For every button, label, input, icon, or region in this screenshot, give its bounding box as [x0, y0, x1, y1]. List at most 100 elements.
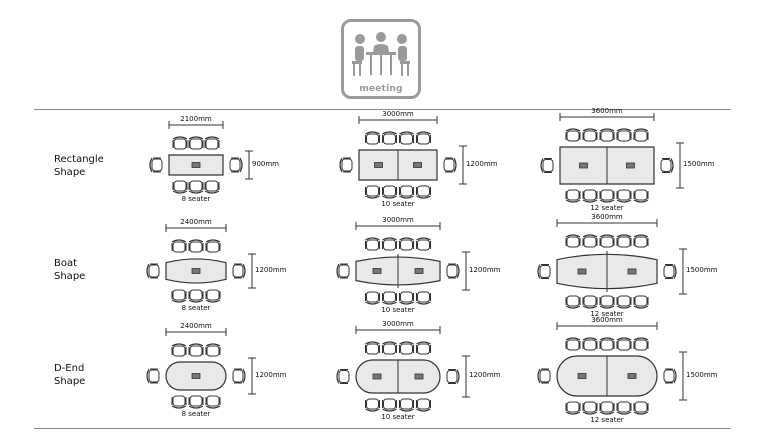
chair-icon: [399, 398, 414, 412]
chair-icon: [188, 343, 204, 357]
chair-icon: [232, 263, 246, 279]
power-module: [191, 162, 201, 168]
chair-icon: [416, 131, 431, 145]
table-layout-drawing: [537, 322, 687, 415]
chair-icon: [633, 233, 649, 247]
divider-bottom: [34, 428, 731, 429]
chair-icon: [633, 337, 649, 351]
chair-icon: [339, 157, 353, 173]
width-dimension-label: 2100mm: [180, 115, 212, 123]
width-dimension-label: 3600mm: [591, 316, 623, 324]
chair-icon: [172, 136, 188, 150]
chair-icon: [382, 237, 397, 251]
meeting-logo: meeting: [341, 19, 421, 99]
row-label-line2: Shape: [54, 271, 86, 282]
chair-icon: [663, 263, 677, 279]
power-module: [372, 373, 382, 379]
chair-icon: [365, 398, 380, 412]
depth-dimension-label: 1200mm: [255, 371, 287, 379]
power-module: [374, 162, 383, 168]
chair-icon: [537, 263, 551, 279]
chair-icon: [399, 291, 414, 305]
table-diagram-d-end-10: 3000mm 1200mm 10 seater: [301, 315, 500, 438]
chair-icon: [663, 368, 677, 384]
power-module: [627, 268, 637, 274]
table-diagram-boat-8: 2400mm 1200mm 8 seater: [111, 213, 286, 329]
chair-icon: [399, 237, 414, 251]
table-diagram-boat-10: 3000mm 1200mm 10 seater: [301, 211, 500, 331]
chair-icon: [188, 136, 204, 150]
seat-count-label: 8 seater: [181, 304, 211, 312]
chair-icon: [188, 180, 204, 194]
row-label-line2: Shape: [54, 376, 86, 387]
chair-icon: [582, 337, 598, 351]
chair-icon: [204, 136, 220, 150]
chair-icon: [365, 185, 380, 199]
chair-icon: [599, 337, 615, 351]
chair-icon: [416, 291, 431, 305]
chair-icon: [382, 131, 397, 145]
chair-icon: [446, 368, 460, 384]
table-diagram-d-end-8: 2400mm 1200mm 8 seater: [111, 317, 286, 435]
chair-icon: [616, 189, 632, 203]
chair-icon: [446, 263, 460, 279]
chair-icon: [565, 127, 581, 141]
chair-icon: [599, 401, 615, 415]
row-label-boat: Boat Shape: [54, 257, 85, 283]
chair-icon: [416, 340, 431, 354]
seat-count-label: 8 seater: [181, 410, 211, 418]
chair-icon: [172, 180, 188, 194]
seat-count-label: 8 seater: [181, 195, 211, 203]
chair-icon: [232, 368, 246, 384]
table-layout-drawing: [537, 218, 687, 309]
power-module: [414, 373, 424, 379]
chair-icon: [660, 157, 674, 173]
width-dimension-label: 2400mm: [180, 322, 212, 330]
chair-icon: [633, 189, 649, 203]
chair-icon: [616, 401, 632, 415]
chair-icon: [229, 157, 243, 173]
power-module: [372, 268, 382, 274]
chair-icon: [365, 237, 380, 251]
chair-icon: [365, 131, 380, 145]
chair-icon: [205, 343, 221, 357]
power-module: [577, 268, 587, 274]
chair-icon: [204, 180, 220, 194]
row-label-d-end: D-End Shape: [54, 362, 85, 388]
chair-icon: [146, 263, 160, 279]
chair-icon: [443, 157, 457, 173]
seat-count-label: 10 seater: [381, 412, 415, 421]
table-diagram-rectangle-10: 3000mm 1200mm 10 seater: [304, 105, 497, 225]
chair-icon: [146, 368, 160, 384]
width-dimension-label: 2400mm: [180, 218, 212, 226]
table-layout-drawing: [149, 121, 253, 194]
divider-top: [34, 109, 731, 110]
power-module: [191, 268, 201, 274]
width-dimension-label: 3600mm: [591, 212, 623, 221]
power-module: [414, 268, 424, 274]
table-diagram-rectangle-12: 3600mm 1500mm 12 seater: [505, 102, 714, 229]
chair-icon: [416, 237, 431, 251]
depth-dimension-label: 1500mm: [686, 266, 718, 274]
chair-icon: [633, 401, 649, 415]
logo-label: meeting: [359, 84, 403, 94]
chair-icon: [616, 127, 632, 141]
depth-dimension-label: 1500mm: [686, 371, 718, 379]
chair-icon: [336, 368, 350, 384]
seat-count-label: 12 seater: [590, 309, 624, 318]
width-dimension-label: 3000mm: [382, 319, 414, 328]
chair-icon: [382, 185, 397, 199]
chair-icon: [382, 291, 397, 305]
row-label-line1: D-End: [54, 363, 85, 374]
chair-icon: [188, 289, 204, 303]
chair-icon: [205, 395, 221, 409]
table-layout-drawing: [146, 224, 256, 303]
chair-icon: [565, 337, 581, 351]
power-module: [627, 373, 637, 379]
chair-icon: [399, 340, 414, 354]
chair-icon: [399, 131, 414, 145]
chair-icon: [616, 337, 632, 351]
chair-icon: [582, 401, 598, 415]
chair-icon: [565, 189, 581, 203]
chair-icon: [537, 368, 551, 384]
